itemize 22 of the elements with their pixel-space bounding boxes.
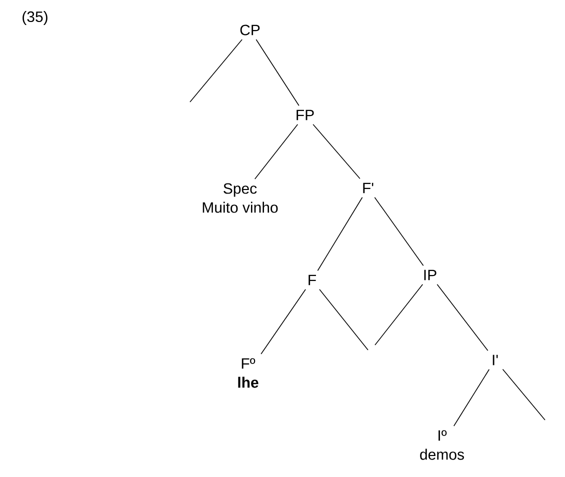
branch-line	[502, 368, 546, 420]
tree-label: I'	[492, 354, 498, 366]
branch-line	[254, 124, 298, 180]
tree-label: FP	[296, 110, 314, 120]
tree-label: Iº demos	[420, 430, 464, 460]
branch-line	[190, 39, 242, 102]
tree-label: F'	[363, 182, 374, 194]
tree-label: CP	[240, 24, 260, 36]
branch-line	[312, 124, 360, 180]
branch-line	[436, 284, 488, 352]
branch-line	[319, 288, 368, 350]
branch-line	[374, 196, 424, 266]
branch-line	[317, 196, 363, 272]
branch-line	[256, 39, 300, 106]
branch-line	[453, 368, 490, 426]
tree-label: Spec Muito vinho	[202, 183, 278, 213]
tree-label: IP	[424, 270, 436, 280]
branch-line	[260, 288, 306, 354]
example-number: (35)	[22, 11, 48, 25]
tree-label: Fº lhe	[238, 358, 258, 388]
branch-line	[374, 284, 424, 346]
tree-label: F	[308, 274, 316, 286]
